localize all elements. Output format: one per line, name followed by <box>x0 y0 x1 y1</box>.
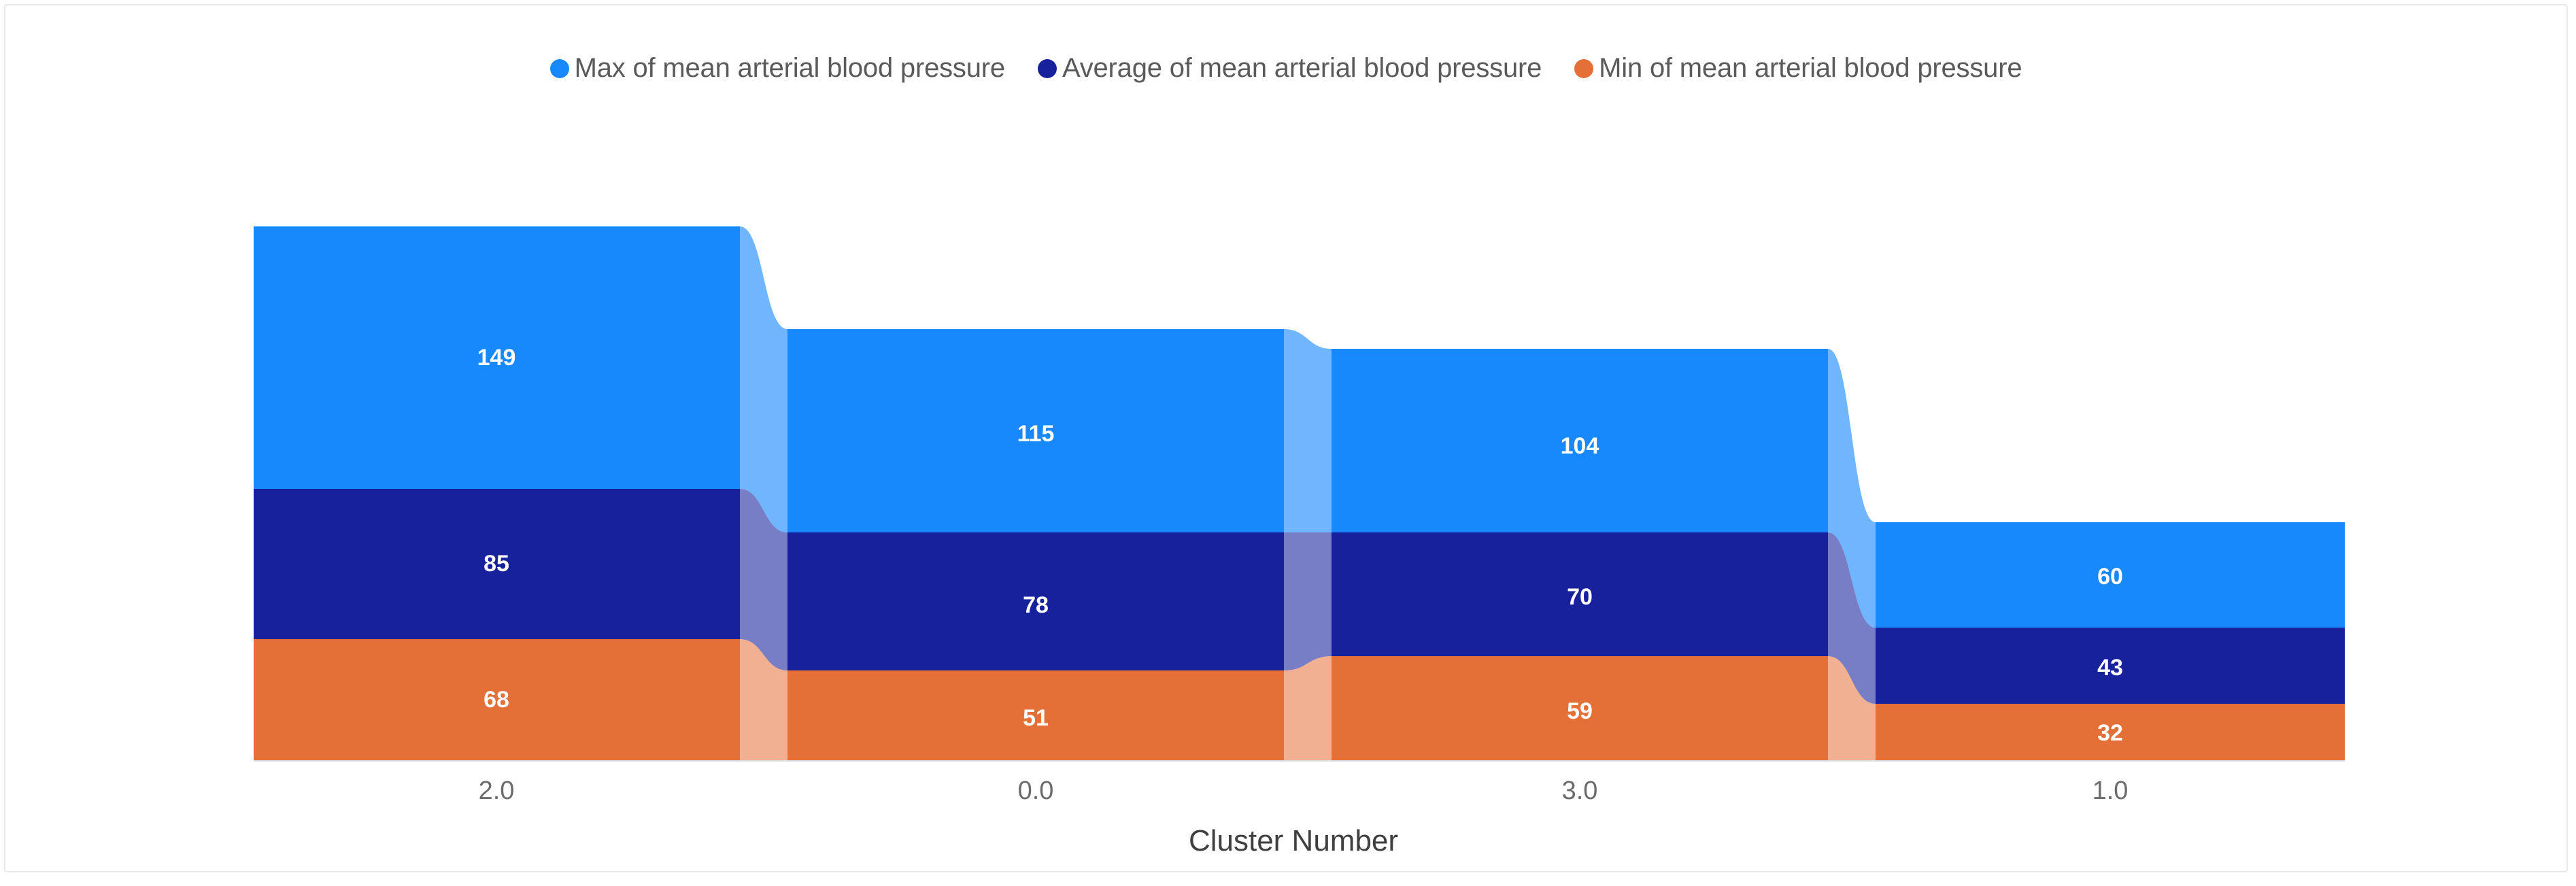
bar-segment-min[interactable] <box>254 639 740 760</box>
bar-segment-min[interactable] <box>1332 656 1828 760</box>
legend-item-max[interactable]: Max of mean arterial blood pressure <box>549 53 1006 84</box>
bar-segment-max[interactable] <box>1332 349 1828 532</box>
bar-value-min: 59 <box>1567 698 1593 724</box>
stacked-ribbon-chart: 149 85 68 115 78 51 104 70 59 60 <box>254 226 2345 857</box>
ribbon-avg-1-2 <box>1284 532 1332 670</box>
legend-label-average: Average of mean arterial blood pressure <box>1062 53 1542 83</box>
bar-value-min: 32 <box>2097 720 2123 746</box>
ribbon-max-0-1 <box>740 226 787 532</box>
circle-marker-icon <box>1037 58 1057 78</box>
bar-value-average: 85 <box>484 551 509 577</box>
ribbon-connectors <box>740 226 1876 760</box>
bar-group-cluster-2[interactable]: 149 85 68 <box>254 226 740 760</box>
chart-legend: Max of mean arterial blood pressure Aver… <box>5 53 2566 84</box>
bar-segment-max[interactable] <box>254 226 740 489</box>
bar-group-cluster-3[interactable]: 104 70 59 <box>1332 349 1828 760</box>
legend-label-min: Min of mean arterial blood pressure <box>1599 53 2022 83</box>
legend-item-min[interactable]: Min of mean arterial blood pressure <box>1574 53 2022 84</box>
bar-value-min: 68 <box>484 687 509 713</box>
bar-value-max: 149 <box>477 345 516 371</box>
bar-value-average: 70 <box>1567 584 1593 610</box>
bar-segment-min[interactable] <box>787 670 1284 760</box>
x-tick-label-3: 1.0 <box>2092 777 2129 805</box>
bar-segment-max[interactable] <box>1876 522 2345 628</box>
bar-segment-max[interactable] <box>787 329 1284 532</box>
bar-group-cluster-1[interactable]: 60 43 32 <box>1876 522 2345 760</box>
x-tick-label-2: 3.0 <box>1562 777 1598 805</box>
x-tick-label-1: 0.0 <box>1018 777 1054 805</box>
ribbon-max-2-3 <box>1828 349 1876 628</box>
ribbon-max-1-2 <box>1284 329 1332 532</box>
ribbon-avg-0-1 <box>740 489 787 670</box>
x-axis-title: Cluster Number <box>1189 824 1398 857</box>
ribbon-min-2-3 <box>1828 656 1876 760</box>
bar-segment-average[interactable] <box>787 532 1284 670</box>
chart-card: Max of mean arterial blood pressure Aver… <box>4 4 2568 872</box>
ribbon-avg-2-3 <box>1828 532 1876 704</box>
bar-value-max: 115 <box>1017 421 1055 447</box>
ribbon-min-1-2 <box>1284 656 1332 760</box>
bar-segment-average[interactable] <box>254 489 740 639</box>
legend-item-average[interactable]: Average of mean arterial blood pressure <box>1037 53 1542 84</box>
bar-segment-average[interactable] <box>1332 532 1828 656</box>
bar-segment-average[interactable] <box>1876 628 2345 704</box>
bar-segment-min[interactable] <box>1876 704 2345 760</box>
bar-value-average: 43 <box>2097 655 2123 681</box>
bar-value-average: 78 <box>1023 592 1049 618</box>
bar-value-min: 51 <box>1023 705 1049 731</box>
bar-value-max: 60 <box>2097 564 2123 590</box>
circle-marker-icon <box>1574 58 1594 78</box>
bar-group-cluster-0[interactable]: 115 78 51 <box>787 329 1284 760</box>
bar-value-max: 104 <box>1561 433 1599 459</box>
x-tick-label-0: 2.0 <box>479 777 515 805</box>
legend-label-max: Max of mean arterial blood pressure <box>574 53 1006 83</box>
ribbon-min-0-1 <box>740 639 787 760</box>
circle-marker-icon <box>549 58 569 78</box>
